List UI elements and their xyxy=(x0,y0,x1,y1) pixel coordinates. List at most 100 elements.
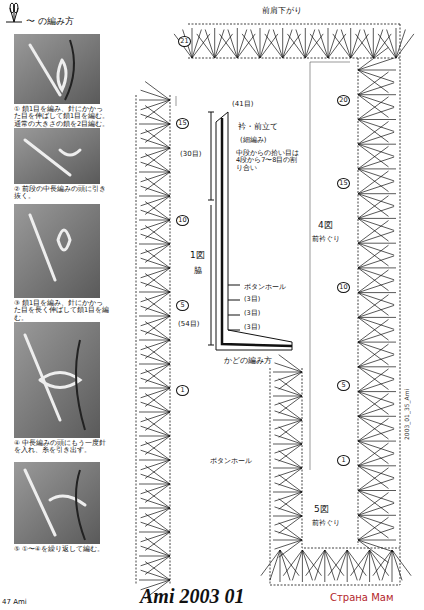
stitch-stroke xyxy=(358,367,389,390)
row-number: 21 xyxy=(178,36,191,47)
stitch-stroke xyxy=(145,148,170,167)
stitch-stroke xyxy=(270,550,280,580)
stitch-stroke xyxy=(358,270,389,293)
stitch-stroke xyxy=(279,427,302,444)
stitch-stroke xyxy=(358,317,396,318)
stitch-stroke xyxy=(358,196,389,219)
stitch-stroke xyxy=(358,58,394,70)
stitch-stroke xyxy=(275,435,303,444)
stitch-stroke xyxy=(302,550,312,580)
stitch-stroke xyxy=(145,418,170,437)
chart-label: 〜 の編み方 xyxy=(26,16,74,26)
stitch-stroke xyxy=(219,34,237,58)
stitch-stroke xyxy=(174,34,192,58)
stitch-stroke xyxy=(273,444,302,445)
stitch-stroke xyxy=(141,340,170,350)
stitch-stroke xyxy=(145,244,170,263)
stitch-stroke xyxy=(141,556,170,566)
stitch-stroke xyxy=(145,274,170,293)
stitch-stroke xyxy=(145,532,170,551)
stitch-stroke xyxy=(328,30,337,59)
stitch-stroke xyxy=(358,342,394,354)
stitch-stroke xyxy=(358,490,396,491)
stitch-stroke xyxy=(358,144,394,156)
stitch-stroke xyxy=(358,330,394,342)
step-caption: ④ 中長編みの頭にもう一度針を入れ、糸を引き出す。 xyxy=(14,440,110,455)
stitch-stroke xyxy=(139,196,170,197)
stitch-stroke xyxy=(358,245,389,268)
stitch-stroke xyxy=(139,388,170,389)
stitch-stroke xyxy=(305,28,306,58)
stitch-stroke xyxy=(145,154,170,173)
stitch-stroke xyxy=(292,550,302,580)
stitch-stroke xyxy=(392,550,402,580)
stitch-stroke xyxy=(141,402,170,412)
stitch-stroke xyxy=(328,550,347,576)
stitch-stroke xyxy=(139,220,170,221)
stitch-stroke xyxy=(319,30,328,59)
stitch-stroke xyxy=(141,570,170,580)
stitch-stroke xyxy=(358,465,396,466)
stitch-stroke xyxy=(358,416,394,428)
stitch-stroke xyxy=(358,416,396,417)
stitch-stroke xyxy=(306,550,325,576)
stitch-stroke xyxy=(141,436,170,446)
stitch-stroke xyxy=(358,243,396,244)
stitch-stroke xyxy=(275,363,303,372)
stitch-stroke xyxy=(358,355,394,367)
stitch-stroke xyxy=(351,550,370,576)
stitch-stroke xyxy=(192,34,210,58)
chart-label: (54目) xyxy=(178,320,199,328)
stitch-stroke xyxy=(358,47,389,70)
stitch-stroke xyxy=(192,30,201,59)
stitch-stroke xyxy=(145,226,170,245)
stitch-stroke xyxy=(275,540,303,549)
stitch-stroke xyxy=(358,466,389,489)
stitch-stroke xyxy=(392,550,411,576)
stitch-stroke xyxy=(324,550,325,582)
stitch-stroke xyxy=(351,34,369,58)
stitch-stroke xyxy=(358,418,389,441)
stitch-stroke xyxy=(358,218,394,230)
step-caption: ③ 鎖1目を編み、針にかかった目を長く伸ばして鎖1目を編む。 xyxy=(14,300,110,322)
stitch-stroke xyxy=(145,316,170,335)
stitch-stroke xyxy=(145,340,170,359)
stitch-stroke xyxy=(358,144,396,145)
stitch-stroke xyxy=(358,122,389,145)
stitch-stroke xyxy=(396,34,414,58)
stitch-stroke xyxy=(145,202,170,221)
stitch-stroke xyxy=(141,234,170,244)
stitch-stroke xyxy=(358,267,396,268)
stitch-stroke xyxy=(141,450,170,460)
stitch-stroke xyxy=(358,366,396,367)
stitch-stroke xyxy=(347,550,348,582)
stitch-stroke xyxy=(333,34,351,58)
stitch-stroke xyxy=(358,394,389,417)
stitch-stroke xyxy=(139,100,170,101)
stitch-stroke xyxy=(358,95,389,118)
stitch-stroke xyxy=(358,491,389,514)
stitch-stroke xyxy=(273,516,302,517)
stitch-stroke xyxy=(145,514,170,533)
stitch-stroke xyxy=(358,344,389,367)
stitch-stroke xyxy=(283,550,302,576)
chart-label: (41目) xyxy=(232,100,253,108)
stitch-stroke xyxy=(242,34,260,58)
stitch-stroke xyxy=(141,532,170,542)
row-number: 15 xyxy=(176,118,189,129)
chart-label: 衿・前立て xyxy=(238,122,278,131)
stitch-stroke xyxy=(280,550,290,580)
stitch-stroke xyxy=(261,550,280,576)
chart-label: 1図 xyxy=(190,250,205,260)
stitch-stroke xyxy=(141,138,170,148)
stitch-stroke xyxy=(373,30,383,59)
stitch-stroke xyxy=(358,293,389,316)
stitch-stroke xyxy=(275,420,303,429)
stitch-stroke xyxy=(145,412,170,431)
stitch-stroke xyxy=(358,268,389,291)
stitch-stroke xyxy=(139,364,170,365)
stitch-stroke xyxy=(145,436,170,455)
chart-label: (3目) xyxy=(244,296,260,303)
stitch-stroke xyxy=(279,516,302,533)
